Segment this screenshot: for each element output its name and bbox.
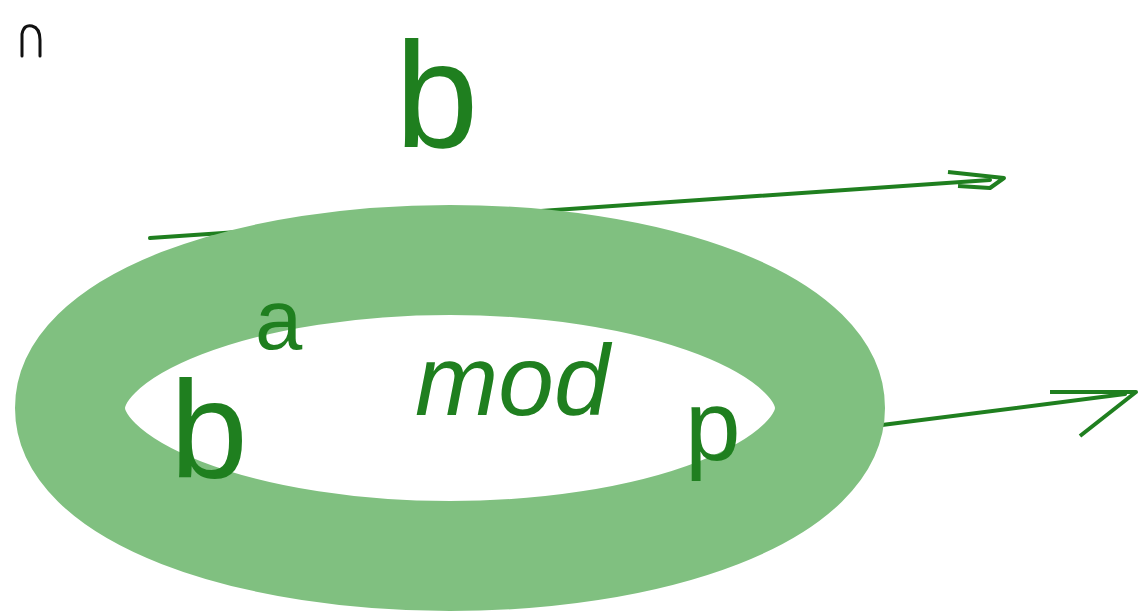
ring-band [70,260,830,556]
arrow-line [882,394,1125,425]
formula-text: p [685,375,741,475]
arrow-head [1050,392,1136,436]
formula-text: b [170,360,248,500]
ring-shape: ba modp [15,205,885,610]
arrow-head [948,172,1004,188]
variable-label: b [395,20,478,170]
partial-stroke [22,26,40,56]
formula-text: a [255,277,302,362]
formula-text: mod [415,330,610,430]
